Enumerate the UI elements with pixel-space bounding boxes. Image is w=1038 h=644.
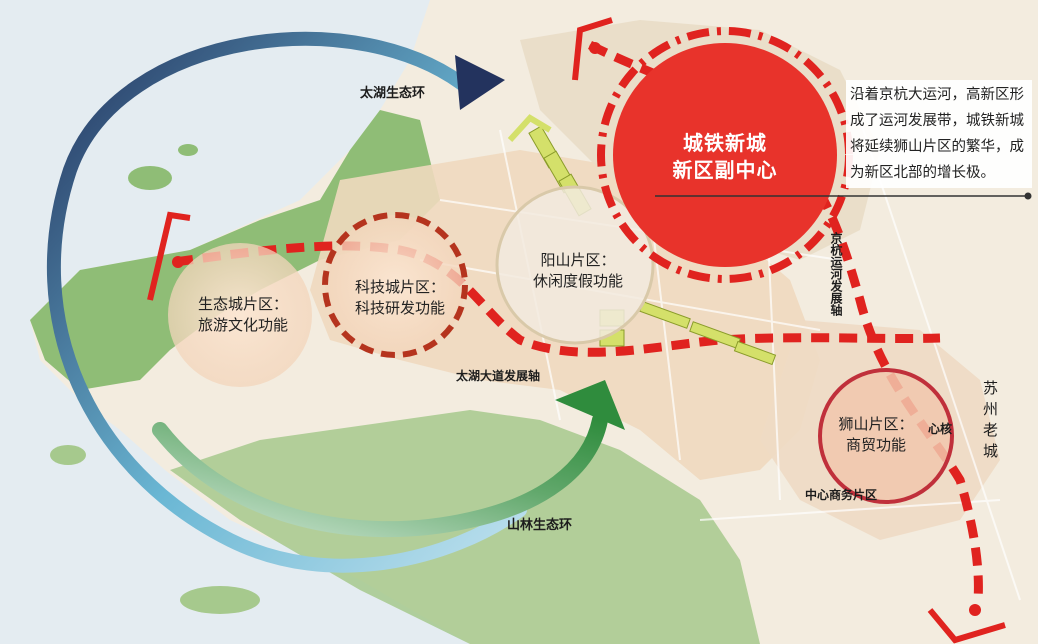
island xyxy=(128,166,172,190)
axis-node-north xyxy=(589,42,601,54)
canal-axis-label: 京杭运河发展轴 xyxy=(829,232,843,316)
eco-city-zone-label: 生态城片区： 旅游文化功能 xyxy=(183,294,303,336)
axis-node-south xyxy=(969,604,981,616)
annotation-text: 沿着京杭大运河，高新区形成了运河发展带，城铁新城将延续狮山片区的繁华，成为新区北… xyxy=(846,80,1032,188)
shishan-zone-circle xyxy=(818,368,954,504)
annotation-leader-dot xyxy=(1024,192,1032,200)
axis-end-marker-west xyxy=(147,211,191,301)
tech-city-zone-function: 科技研发功能 xyxy=(354,299,445,317)
intercity-core-function: 新区副中心 xyxy=(672,158,778,182)
tech-city-zone-label: 科技城片区： 科技研发功能 xyxy=(340,277,460,319)
axis-end-marker-north xyxy=(572,17,613,81)
taihu-avenue-axis xyxy=(174,241,941,357)
eco-city-zone-name: 生态城片区： xyxy=(197,295,288,313)
yangshan-zone-circle xyxy=(495,185,655,345)
heart-fragment-label: 心核 xyxy=(928,422,953,436)
axis-end-marker-south xyxy=(927,608,1006,644)
taihu-eco-ring-label: 太湖生态环 xyxy=(360,86,426,101)
yangshan-zone-name: 阳山片区： xyxy=(540,251,616,269)
yangshan-zone-function: 休闲度假功能 xyxy=(532,272,623,290)
island xyxy=(178,144,198,156)
yangshan-zone-label: 阳山片区： 休闲度假功能 xyxy=(518,250,638,292)
tech-city-zone-circle xyxy=(322,212,468,358)
island xyxy=(180,586,260,614)
chevron-arrow-north xyxy=(507,114,552,143)
forest-eco-ring-arc xyxy=(152,412,608,538)
eco-city-zone-circle xyxy=(168,243,312,387)
central-business-label: 中心商务片区 xyxy=(805,488,878,502)
tech-city-zone-name: 科技城片区： xyxy=(354,278,445,296)
shishan-zone-label: 狮山片区： 商贸功能 xyxy=(826,414,926,456)
intercity-core-label: 城铁新城 新区副中心 xyxy=(655,130,795,184)
shishan-zone-function: 商贸功能 xyxy=(845,436,906,454)
taihu-avenue-axis-label: 太湖大道发展轴 xyxy=(456,369,541,383)
forest-eco-ring-label: 山林生态环 xyxy=(507,518,573,533)
island xyxy=(50,445,86,465)
shishan-zone-name: 狮山片区： xyxy=(838,415,914,433)
taihu-eco-ring-arc xyxy=(46,31,527,573)
suzhou-old-town-label: 苏州老城 xyxy=(981,380,999,464)
taihu-eco-ring-arrowhead xyxy=(455,55,505,110)
eco-city-zone-function: 旅游文化功能 xyxy=(197,316,288,334)
intercity-core-name: 城铁新城 xyxy=(683,131,767,155)
forest-eco-ring-arrowhead xyxy=(555,380,625,430)
intercity-core-circle xyxy=(613,43,837,267)
axis-node-west xyxy=(172,256,184,268)
